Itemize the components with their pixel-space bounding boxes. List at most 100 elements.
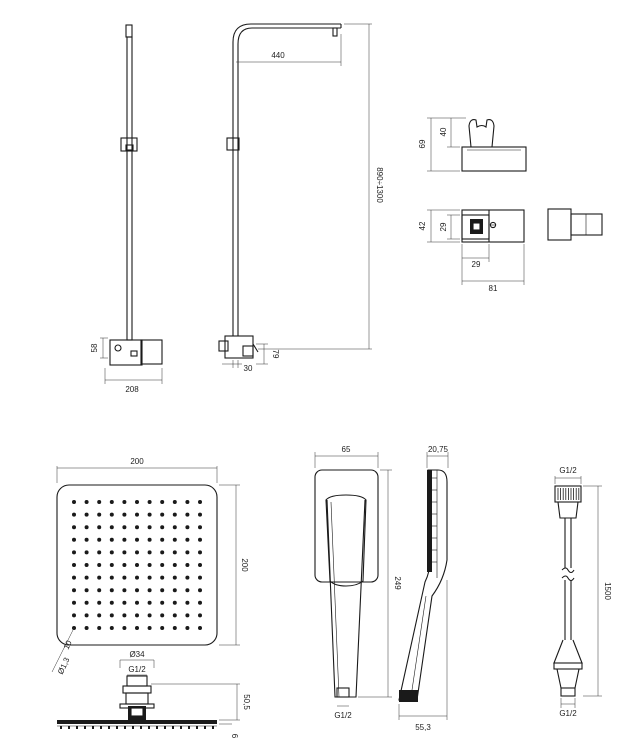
nozzle-dot (160, 626, 165, 630)
nozzle-grid (72, 500, 202, 630)
nozzle-dot (172, 550, 177, 555)
nozzle-dot (147, 588, 152, 593)
nozzle-dot (97, 550, 102, 555)
nozzle-dot (172, 588, 177, 593)
nozzle-dot (97, 500, 102, 504)
nozzle-dot (185, 550, 190, 555)
nozzle-dot (160, 537, 165, 542)
nozzle-dot (172, 613, 177, 618)
nozzle-dot (160, 525, 165, 530)
label-bracket-inner: 29 (439, 222, 448, 231)
nozzle-tip (180, 726, 182, 729)
column-front-view (109, 24, 163, 366)
dimension-bracket-height: 42 (418, 209, 460, 243)
nozzle-dot (109, 575, 114, 580)
nozzle-dot (172, 575, 177, 580)
nozzle-profile (60, 726, 214, 729)
label-head-height: 200 (240, 558, 249, 572)
nozzle-dot (160, 512, 165, 517)
nozzle-dot (72, 563, 76, 567)
nozzle-dot (198, 525, 202, 530)
nozzle-dot (185, 588, 190, 593)
nozzle-dot (185, 500, 190, 504)
nozzle-tip (196, 726, 198, 729)
nozzle-dot (160, 563, 165, 567)
nozzle-dot (147, 613, 152, 618)
nozzle-dot (198, 575, 202, 580)
nozzle-dot (84, 500, 89, 504)
nozzle-tip (68, 726, 70, 729)
hand-shower-side (398, 469, 448, 702)
nozzle-dot (72, 600, 76, 605)
bracket-front-view (461, 209, 525, 243)
nozzle-dot (109, 537, 114, 542)
column-side-view (218, 23, 342, 359)
label-connector-diameter: Ø34 (129, 650, 145, 659)
nozzle-dot (198, 600, 202, 605)
nozzle-tip (188, 726, 190, 729)
nozzle-dot (84, 588, 89, 593)
label-hand-side-depth: 55,3 (415, 723, 431, 732)
nozzle-dot (198, 500, 202, 504)
nozzle-dot (122, 613, 127, 618)
nozzle-tip (204, 726, 206, 729)
nozzle-dot (122, 626, 127, 630)
label-total-height: 890÷1300 (375, 167, 384, 203)
nozzle-tip (84, 726, 86, 729)
dimension-hand-length: 249 (358, 469, 402, 698)
nozzle-dot (84, 626, 89, 630)
nozzle-dot (84, 563, 89, 567)
dimension-nozzle: Ø1,3 10 (51, 627, 75, 676)
label-connector-thread: G1/2 (128, 665, 146, 674)
nozzle-dot (72, 613, 76, 618)
nozzle-dot (122, 588, 127, 593)
label-bracket-inner-width: 29 (472, 260, 481, 269)
nozzle-dot (72, 588, 76, 593)
nozzle-dot (147, 626, 152, 630)
nozzle-dot (185, 575, 190, 580)
nozzle-dot (109, 588, 114, 593)
nozzle-dot (135, 626, 139, 630)
label-head-thickness: 6 (230, 734, 239, 739)
nozzle-dot (147, 537, 152, 542)
label-holder-hook: 40 (439, 127, 448, 136)
nozzle-dot (72, 537, 76, 542)
nozzle-dot (109, 626, 114, 630)
nozzle-dot (122, 550, 127, 555)
nozzle-dot (122, 537, 127, 542)
nozzle-dot (84, 600, 89, 605)
nozzle-dot (160, 600, 165, 605)
dimension-connector: Ø34 G1/2 (119, 650, 155, 676)
shower-hose (553, 485, 583, 697)
label-nozzle-pitch: 10 (62, 639, 74, 651)
nozzle-dot (84, 550, 89, 555)
nozzle-dot (198, 588, 202, 593)
dimension-bracket-width: 81 (461, 244, 525, 293)
nozzle-dot (97, 575, 102, 580)
nozzle-dot (147, 525, 152, 530)
nozzle-dot (84, 512, 89, 517)
nozzle-tip (148, 726, 150, 729)
nozzle-dot (97, 537, 102, 542)
nozzle-dot (84, 537, 89, 542)
nozzle-dot (109, 500, 114, 504)
nozzle-dot (135, 575, 139, 580)
nozzle-dot (172, 626, 177, 630)
shower-head-side (57, 675, 217, 729)
bracket-side-view (547, 208, 603, 241)
nozzle-dot (122, 525, 127, 530)
label-column-width: 208 (125, 385, 139, 394)
nozzle-dot (160, 500, 165, 504)
dimension-head-height: 200 (219, 484, 249, 646)
nozzle-dot (97, 563, 102, 567)
dimension-hose-thread-bottom: G1/2 (559, 698, 577, 718)
nozzle-dot (109, 600, 114, 605)
nozzle-dot (97, 626, 102, 630)
nozzle-dot (198, 626, 202, 630)
holder-top-view (461, 119, 527, 172)
nozzle-dot (122, 563, 127, 567)
nozzle-dot (135, 563, 139, 567)
dimension-total-height: 890÷1300 (258, 23, 384, 350)
nozzle-dot (172, 525, 177, 530)
